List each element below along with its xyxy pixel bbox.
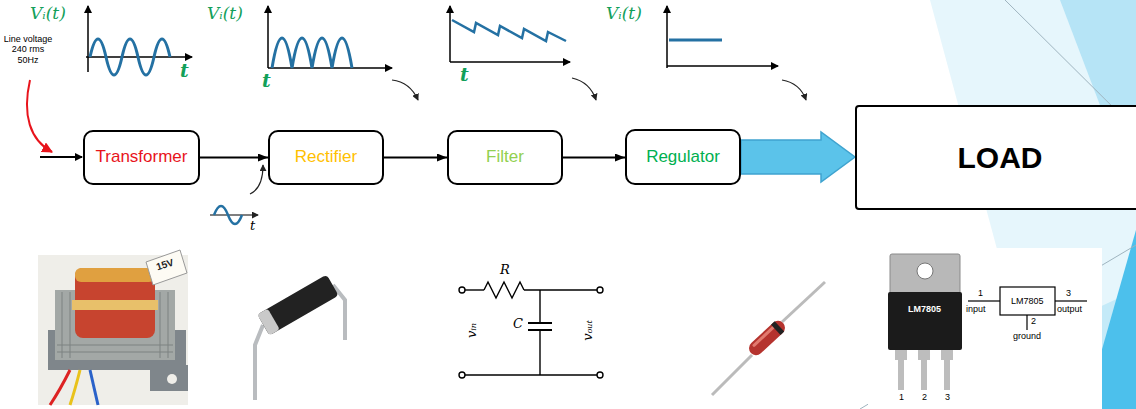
signal-arrow — [384, 157, 447, 159]
transformer-photo — [38, 250, 188, 405]
waveform-plot — [450, 6, 570, 62]
diode-body — [257, 275, 338, 336]
block-label: Rectifier — [295, 147, 357, 167]
pin-wire — [1026, 315, 1027, 330]
block-label: Regulator — [646, 147, 720, 167]
resistor-symbol — [484, 282, 524, 298]
signal-label: Vᵢ(t) — [30, 4, 66, 24]
pointer-arrow — [782, 80, 806, 100]
part-number: LM7805 — [908, 304, 941, 314]
pin-number: 1 — [899, 392, 904, 402]
pointer-arrow — [27, 80, 52, 152]
regulator-symbol — [1000, 287, 1055, 315]
rc-filter-schematic — [459, 282, 603, 378]
sine-wave — [214, 206, 242, 224]
capacitor-symbol — [528, 322, 552, 324]
axis-label: t — [250, 219, 255, 234]
waveform-plot — [86, 6, 192, 75]
output-arrow — [741, 132, 855, 182]
waveform-plot — [667, 6, 778, 68]
pin-number: 3 — [1066, 288, 1071, 298]
process-block: Filter — [447, 130, 563, 185]
axis — [210, 214, 258, 215]
process-block: Transformer — [83, 130, 200, 185]
axis — [450, 61, 570, 63]
tape-band — [72, 300, 158, 310]
pointer-arrow — [250, 165, 263, 194]
zener-lead — [782, 282, 825, 322]
pin-name: input — [966, 304, 986, 314]
pin-name: output — [1057, 304, 1082, 314]
process-block: Rectifier — [268, 130, 384, 185]
signal-label: Vᵢ(t) — [606, 4, 642, 24]
component-label: C — [513, 317, 523, 332]
chip-body — [888, 292, 962, 350]
photo-ground — [868, 248, 1102, 409]
axis — [87, 6, 89, 72]
pointer-arrow — [392, 80, 418, 100]
winding-top — [75, 268, 155, 282]
chip-legs — [895, 350, 953, 390]
load-box: LOAD — [855, 105, 1136, 210]
component-label: R — [500, 263, 510, 278]
axis — [267, 6, 269, 68]
terminal — [459, 287, 465, 293]
pin-wire — [968, 300, 1000, 301]
bracket — [150, 365, 188, 391]
decor-line — [860, 245, 1136, 409]
lead-wire — [90, 370, 98, 405]
axis-label: t — [180, 60, 189, 82]
pin-wire — [1055, 300, 1087, 301]
voltage-label: vᵢₙ — [465, 323, 480, 338]
waveform-plot — [268, 6, 392, 68]
axis — [666, 6, 668, 68]
zener-photo — [712, 282, 825, 395]
pointer-arrow — [572, 78, 596, 100]
rating-tag — [146, 250, 187, 285]
axis — [667, 65, 778, 67]
pin-number: 3 — [945, 392, 950, 402]
rating-label: 15V — [155, 257, 175, 273]
ripple-wave — [452, 20, 566, 41]
terminal — [459, 372, 465, 378]
zener-body — [746, 318, 788, 358]
axis-label: t — [460, 64, 469, 86]
heat-tab — [890, 254, 960, 296]
signal-arrow — [200, 157, 268, 159]
pin-number: 2 — [1031, 316, 1036, 326]
signal-label: Vᵢ(t) — [207, 4, 243, 24]
process-block: Regulator — [625, 129, 741, 185]
signal-arrow — [563, 157, 625, 159]
mount-hole — [917, 263, 933, 279]
sine-wave — [90, 39, 170, 75]
input-wire — [40, 156, 82, 158]
dc-level — [669, 39, 722, 42]
terminal — [597, 372, 603, 378]
mount-hole — [167, 374, 177, 384]
axis — [268, 67, 392, 69]
input-note: Line voltage 240 rms 50Hz — [2, 34, 54, 65]
pin-number: 2 — [922, 392, 927, 402]
part-number: LM7805 — [1011, 296, 1044, 306]
axis-label: t — [262, 70, 271, 92]
rectified-wave — [272, 38, 352, 68]
regulator-photo — [868, 248, 1102, 409]
block-label: Transformer — [96, 147, 188, 167]
lead-wire — [70, 370, 80, 405]
block-label: LOAD — [958, 140, 1043, 176]
pin-number: 1 — [978, 288, 983, 298]
diode-photo — [255, 275, 345, 400]
voltage-label: vₒᵤₜ — [581, 320, 596, 341]
lead-wire — [50, 370, 70, 405]
zener-lead — [712, 355, 752, 395]
diode-lead — [255, 325, 263, 400]
axis — [449, 6, 451, 62]
pin-name: ground — [1013, 331, 1041, 341]
block-label: Filter — [486, 147, 524, 167]
small-sine — [210, 165, 263, 224]
terminal — [597, 287, 603, 293]
